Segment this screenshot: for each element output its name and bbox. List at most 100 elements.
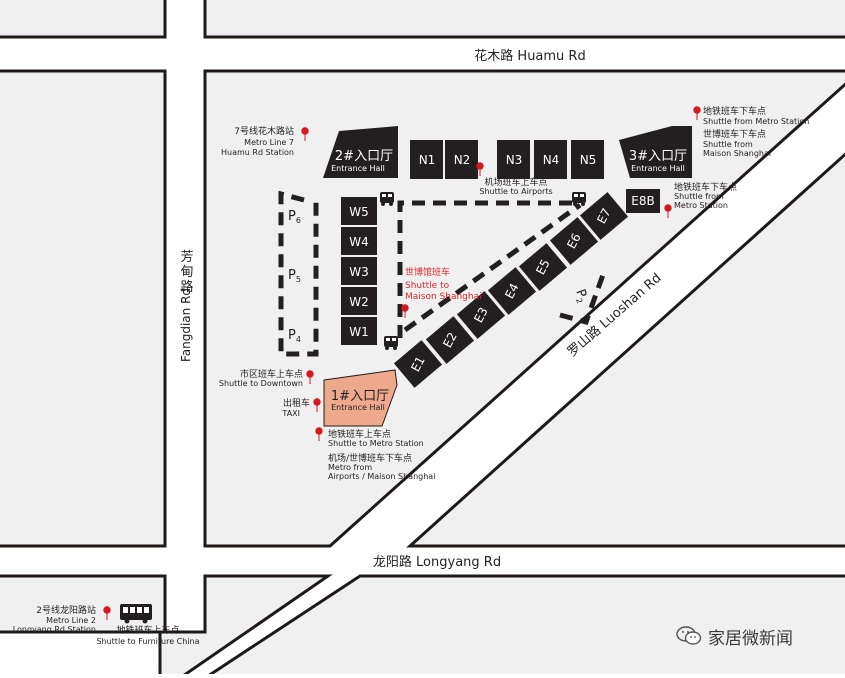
metro7-label: 7号线花木路站 Metro Line 7 Huamu Rd Station [221,125,294,157]
west-hall-labels: W5 W4 W3 W2 W1 [349,205,369,339]
svg-text:Longyang Rd Station: Longyang Rd Station [13,625,96,634]
furniture-label: 地铁班车上车点 Shuttle to Furniture China [96,624,199,646]
svg-text:Metro Station: Metro Station [674,201,728,210]
block-bottom-right [202,574,845,678]
hall-e1 [393,340,443,388]
hall-w1 [341,317,377,345]
svg-text:Metro Line 7: Metro Line 7 [244,138,294,147]
svg-text:Maison Shanghai: Maison Shanghai [703,149,771,158]
svg-text:机场班车上车点: 机场班车上车点 [484,176,547,188]
svg-text:世博馆班车: 世博馆班车 [405,266,450,278]
metro2-label: 2号线龙阳路站 Metro Line 2 Longyang Rd Station [13,604,96,634]
block-top-right [203,0,845,39]
svg-text:Shuttle from: Shuttle from [674,192,724,201]
svg-text:Airports / Maison Shanghai: Airports / Maison Shanghai [328,472,435,481]
hall-n4-label: N4 [543,153,560,167]
hall-e7 [579,192,629,240]
svg-text:Maison Shanghai: Maison Shanghai [405,292,482,302]
block-bottom-mid [158,574,333,678]
hall-n4 [534,140,567,179]
hall-w5-label: W5 [349,205,369,219]
entrance-2-cn: 2#入口厅 [335,149,393,164]
p2-route [559,271,607,326]
hall-e1-label: E1 [408,354,428,374]
svg-text:地铁班车上车点: 地铁班车上车点 [328,428,391,440]
taxi-label: 出租车 TAXI [281,397,310,418]
hall-w2 [341,287,377,315]
annotations: 7号线花木路站 Metro Line 7 Huamu Rd Station 机场… [13,105,810,646]
hall-n5-label: N5 [580,153,597,167]
parking-p6-label: P6 [288,209,301,225]
hall-e3-label: E3 [471,305,491,325]
watermark: 家居微新闻 [676,624,826,649]
entrance-hall-1: 1#入口厅 Entrance Hall [323,369,398,427]
svg-text:Huamu Rd Station: Huamu Rd Station [221,148,294,157]
hall-e2 [425,316,475,364]
entrance-1-cn: 1#入口厅 [331,389,389,404]
hall-w3-label: W3 [349,265,369,279]
hall-w2-label: W2 [349,295,369,309]
road-huamu-label: 花木路 Huamu Rd [474,48,585,64]
entrance-3-en: Entrance Hall [631,164,685,173]
east-hall-labels: E1 E2 E3 E4 E5 E6 E7 E8B [408,194,654,374]
hall-e5 [518,243,568,291]
svg-text:Metro Line 2: Metro Line 2 [46,616,96,625]
maison-from-label: 世博班车下车点 Shuttle from Maison Shanghai [703,128,771,158]
entrance-3-cn: 3#入口厅 [629,149,687,164]
svg-text:Shuttle from Metro Station: Shuttle from Metro Station [703,117,809,126]
wechat-icon [676,626,702,645]
hall-n2 [445,140,478,179]
parking-p5-label: P5 [288,268,301,284]
north-halls [410,140,604,179]
metro-drop-top-label: 地铁班车下车点 Shuttle from Metro Station [703,105,809,126]
svg-text:地铁班车下车点: 地铁班车下车点 [703,105,766,117]
svg-text:市区班车上车点: 市区班车上车点 [240,368,303,380]
block-right [406,152,845,548]
hall-e6 [549,217,599,265]
svg-text:2号线龙阳路站: 2号线龙阳路站 [36,604,96,616]
airport-maison-drop-label: 机场/世博班车下车点 Metro from Airports / Maison … [328,452,435,481]
hall-n1 [410,140,443,179]
hall-e8b-label: E8B [631,194,654,208]
inner-route [397,200,578,338]
road-longyang-label: 龙阳路 Longyang Rd [373,554,501,570]
block-left [0,69,167,548]
diagonal-route [403,202,582,333]
hall-e4 [487,267,537,315]
hall-n1-label: N1 [419,153,436,167]
hall-w4 [341,227,377,255]
hall-e4-label: E4 [502,281,522,301]
shuttle-routes [278,190,607,357]
location-pin-icon [103,106,701,620]
expo-block [203,69,845,548]
road-fangdian-cn-label: 芳甸路 [178,250,194,295]
downtown-label: 市区班车上车点 Shuttle to Downtown [219,368,303,388]
west-halls [341,197,377,345]
hall-e5-label: E5 [533,257,553,277]
block-top-left [0,0,167,39]
svg-text:Shuttle to Furniture China: Shuttle to Furniture China [96,637,199,646]
svg-text:地铁班车上车点: 地铁班车上车点 [116,624,179,636]
svg-text:TAXI: TAXI [281,409,300,418]
east-halls [393,189,660,388]
entrance-hall-2: 2#入口厅 Entrance Hall [323,126,398,178]
hall-e7-label: E7 [594,206,614,226]
north-hall-labels: N1 N2 N3 N4 N5 [419,153,597,167]
airport-shuttle-label: 机场班车上车点 Shuttle to Airports [479,176,552,196]
parking-p4-label: P4 [288,328,301,344]
svg-text:Shuttle to Metro Station: Shuttle to Metro Station [328,439,424,448]
svg-text:7号线花木路站: 7号线花木路站 [234,125,294,137]
hall-w5 [341,197,377,225]
hall-n5 [571,140,604,179]
hall-n2-label: N2 [454,153,471,167]
svg-text:Shuttle to Airports: Shuttle to Airports [479,187,552,196]
hall-e3 [456,291,506,339]
hall-e2-label: E2 [440,330,460,350]
entrance-2-en: Entrance Hall [331,164,385,173]
svg-text:出租车: 出租车 [283,397,310,409]
bus-icon [120,192,586,624]
maison-to-label: 世博馆班车 Shuttle to Maison Shanghai [405,266,482,302]
hall-e6-label: E6 [564,231,584,251]
